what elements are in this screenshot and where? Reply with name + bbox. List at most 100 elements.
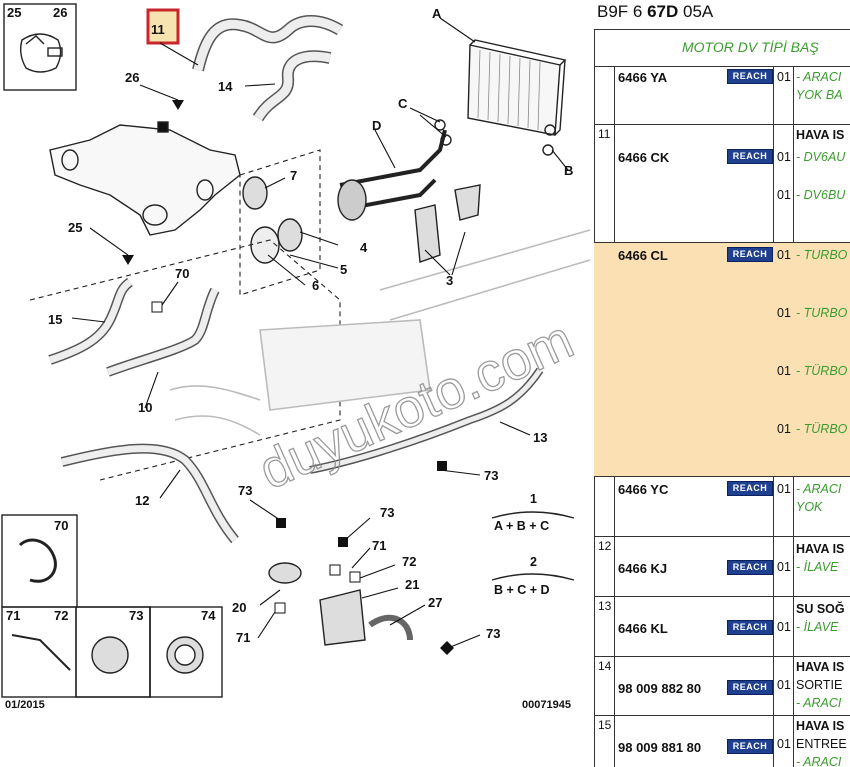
row-index: 14: [598, 659, 612, 673]
row-index: 13: [598, 599, 612, 613]
part-reference[interactable]: 98 009 881 80: [618, 740, 702, 755]
quantity: 01: [777, 737, 791, 751]
part-reference[interactable]: 6466 KJ: [618, 561, 668, 576]
part-description: - TÜRBO: [796, 422, 848, 436]
part-description: - TÜRBO: [796, 364, 848, 378]
heater-core: [467, 39, 567, 156]
diagram-code: 00071945: [522, 699, 571, 711]
reach-badge: REACH: [727, 680, 773, 695]
group-code: B9F 6 67D 05A: [597, 2, 714, 21]
part-description: - İLAVE: [796, 560, 839, 574]
svg-text:25: 25: [68, 220, 82, 235]
svg-text:73: 73: [129, 608, 143, 623]
engine-type-header: MOTOR DV TİPİ BAŞ: [594, 30, 850, 67]
part-description: - DV6AU: [796, 150, 846, 164]
svg-text:71: 71: [6, 608, 20, 623]
svg-text:14: 14: [218, 79, 233, 94]
row-divider: [594, 715, 850, 716]
part-description: - TURBO: [796, 306, 848, 320]
svg-text:6: 6: [312, 278, 319, 293]
svg-text:73: 73: [380, 505, 394, 520]
svg-text:A: A: [432, 6, 442, 21]
svg-text:70: 70: [175, 266, 189, 281]
part-reference[interactable]: 98 009 882 80: [618, 681, 702, 696]
quantity: 01: [777, 70, 791, 84]
part-reference[interactable]: 6466 CL: [618, 248, 668, 263]
svg-text:73: 73: [486, 626, 500, 641]
part-description: YOK BA: [796, 88, 843, 102]
part-description: - İLAVE: [796, 620, 839, 634]
reach-badge: REACH: [727, 69, 773, 84]
quantity: 01: [777, 678, 791, 692]
svg-text:72: 72: [402, 554, 416, 569]
row-divider: [594, 656, 850, 657]
part-description: HAVA IS: [796, 660, 845, 674]
part-reference[interactable]: 6466 YC: [618, 482, 669, 497]
parts-row[interactable]: 13 6466 KL REACH SU SOĞ 01 - İLAVE: [594, 596, 850, 656]
part-description: SU SOĞ: [796, 602, 845, 616]
row-divider: [594, 124, 850, 125]
part-description: - ARACI: [796, 696, 842, 710]
quantity: 01: [777, 150, 791, 164]
quantity: 01: [777, 188, 791, 202]
part-reference[interactable]: 6466 KL: [618, 621, 668, 636]
svg-text:4: 4: [360, 240, 368, 255]
part-description: HAVA IS: [796, 128, 845, 142]
quantity: 01: [777, 364, 791, 378]
reach-badge: REACH: [727, 481, 773, 496]
parts-row[interactable]: 11 6466 CK REACH HAVA IS 01 - DV6AU 01 - DV6BU: [594, 124, 850, 242]
svg-text:2: 2: [530, 555, 537, 569]
svg-text:26: 26: [125, 70, 139, 85]
svg-text:73: 73: [484, 468, 498, 483]
row-divider: [594, 476, 850, 477]
thermostat-housing: [49, 121, 241, 236]
part-description: ENTREE: [796, 737, 847, 751]
part-description: - ARACI: [796, 755, 842, 767]
svg-text:5: 5: [340, 262, 347, 277]
part-reference[interactable]: 6466 CK: [618, 150, 670, 165]
reach-badge: REACH: [727, 247, 773, 262]
svg-text:13: 13: [533, 430, 547, 445]
svg-text:25: 25: [7, 5, 21, 20]
clamp-icon: [19, 33, 62, 73]
part-description: HAVA IS: [796, 542, 845, 556]
svg-text:B + C + D: B + C + D: [494, 583, 550, 597]
reach-badge: REACH: [727, 620, 773, 635]
parts-row[interactable]: 6466 YA REACH 01 - ARACI YOK BA: [594, 66, 850, 124]
parts-row[interactable]: 15 98 009 881 80 REACH HAVA IS 01 ENTREE - ARA…: [594, 715, 850, 767]
part-description: HAVA IS: [796, 719, 845, 733]
row-index: 11: [598, 127, 611, 141]
reach-badge: REACH: [727, 149, 773, 164]
svg-text:27: 27: [428, 595, 442, 610]
svg-text:7: 7: [290, 168, 297, 183]
part-description: - TURBO: [796, 248, 848, 262]
engine-type-title: MOTOR DV TİPİ BAŞ: [682, 39, 819, 55]
quantity: 01: [777, 422, 791, 436]
svg-text:20: 20: [232, 600, 246, 615]
svg-text:3: 3: [446, 273, 453, 288]
svg-text:1: 1: [530, 492, 537, 506]
reach-badge: REACH: [727, 739, 773, 754]
quantity: 01: [777, 482, 791, 496]
quantity: 01: [777, 620, 791, 634]
svg-text:10: 10: [138, 400, 152, 415]
svg-text:C: C: [398, 96, 408, 111]
row-index: 15: [598, 718, 612, 732]
svg-text:70: 70: [54, 518, 68, 533]
svg-text:12: 12: [135, 493, 149, 508]
part-description: - ARACI: [796, 70, 842, 84]
svg-text:73: 73: [238, 483, 252, 498]
part-reference[interactable]: 6466 YA: [618, 70, 668, 85]
row-index: 12: [598, 539, 612, 553]
svg-text:D: D: [372, 118, 381, 133]
svg-text:15: 15: [48, 312, 62, 327]
svg-text:74: 74: [201, 608, 216, 623]
svg-text:72: 72: [54, 608, 68, 623]
svg-text:71: 71: [372, 538, 386, 553]
part-description: - DV6BU: [796, 188, 846, 202]
